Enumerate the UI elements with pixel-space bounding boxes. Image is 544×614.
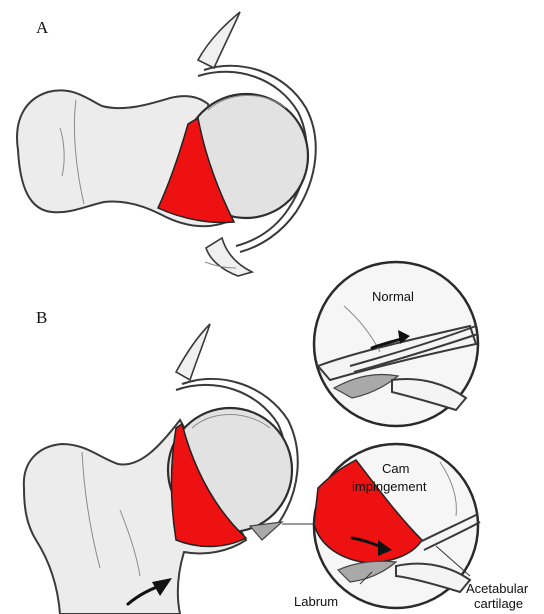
callout-cam-title-line1: Cam — [382, 461, 409, 476]
acetabular-label-line1: Acetabular — [466, 581, 529, 596]
panel-a-letter: A — [36, 18, 49, 37]
panel-b-upper-rim — [176, 324, 210, 380]
callout-normal: Normal — [314, 262, 478, 426]
callout-cam: Cam impingement — [314, 444, 480, 608]
labrum-label: Labrum — [294, 594, 338, 609]
panel-a: A — [17, 12, 316, 276]
panel-b: B — [24, 308, 322, 614]
callout-cam-title-line2: impingement — [352, 479, 427, 494]
panel-b-letter: B — [36, 308, 47, 327]
panel-a-upper-rim — [198, 12, 240, 68]
callout-normal-title: Normal — [372, 289, 414, 304]
acetabular-label-line2: cartilage — [474, 596, 523, 611]
